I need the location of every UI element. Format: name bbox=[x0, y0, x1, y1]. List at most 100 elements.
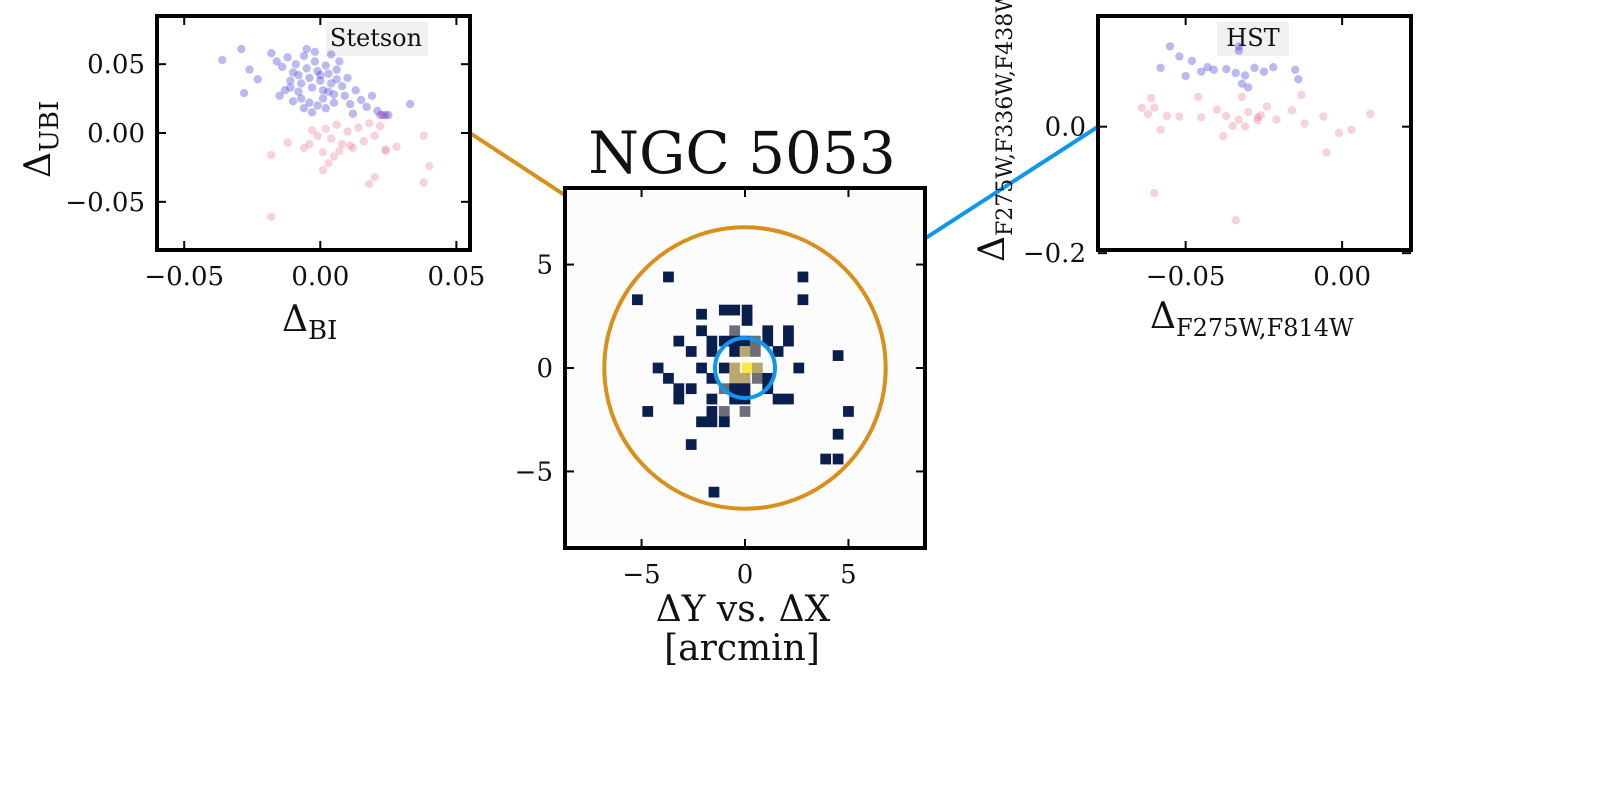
stetson-point bbox=[307, 126, 317, 135]
density-cell bbox=[741, 362, 753, 374]
figure-title: NGC 5053 bbox=[588, 119, 896, 187]
density-cell bbox=[843, 406, 854, 417]
density-cell bbox=[729, 304, 741, 316]
hst-point bbox=[1322, 148, 1331, 157]
stetson-point bbox=[367, 91, 377, 101]
hst-point bbox=[1294, 75, 1303, 84]
hst-point bbox=[1137, 103, 1147, 112]
stetson-point bbox=[283, 53, 292, 62]
stetson-point bbox=[337, 139, 347, 149]
stetson-point bbox=[348, 143, 358, 153]
hst-point bbox=[1244, 83, 1253, 92]
stetson-point bbox=[310, 57, 320, 66]
density-cell bbox=[762, 335, 774, 347]
stetson-point bbox=[267, 150, 276, 160]
density-cell bbox=[673, 383, 685, 395]
density-cell bbox=[673, 335, 685, 347]
stetson-point bbox=[424, 161, 434, 171]
hst-xlabel-sub: F275W,F814W bbox=[1176, 314, 1354, 342]
density-cell bbox=[696, 325, 707, 337]
hst-point bbox=[1231, 68, 1240, 78]
stetson-point bbox=[302, 64, 311, 73]
stetson-point bbox=[272, 57, 281, 66]
stetson-point bbox=[356, 95, 366, 105]
stetson-point bbox=[375, 110, 385, 120]
density-cell bbox=[685, 439, 697, 450]
stetson-point bbox=[381, 146, 390, 156]
inner-radius-circle bbox=[713, 336, 777, 400]
stetson-point bbox=[294, 87, 303, 96]
hst-point bbox=[1175, 52, 1184, 61]
hst-point bbox=[1290, 65, 1300, 74]
stetson-point bbox=[291, 59, 301, 69]
stetson-ylabel: ΔUBI bbox=[18, 101, 65, 178]
stetson-point bbox=[253, 75, 262, 84]
stetson-ytick-label: 0.00 bbox=[87, 119, 145, 149]
stetson-panel-label: Stetson bbox=[330, 24, 422, 52]
stetson-point bbox=[305, 139, 314, 149]
density-cell bbox=[652, 362, 664, 374]
hst-xlabel-symbol: Δ bbox=[1150, 296, 1176, 337]
density-cell bbox=[739, 346, 751, 357]
hst-point bbox=[1334, 128, 1344, 138]
density-cell bbox=[832, 453, 844, 465]
hst-point bbox=[1181, 71, 1190, 81]
map-xtick-label: 0 bbox=[737, 560, 754, 590]
density-cell bbox=[729, 393, 741, 405]
stetson-point bbox=[239, 88, 249, 98]
stetson-point bbox=[324, 69, 333, 79]
density-cell bbox=[718, 416, 730, 428]
stetson-point bbox=[316, 70, 325, 80]
stetson-point bbox=[307, 108, 317, 117]
stetson-point bbox=[299, 104, 309, 113]
density-cell bbox=[729, 346, 741, 357]
stetson-point bbox=[294, 70, 303, 80]
stetson-point bbox=[405, 99, 415, 109]
hst-point bbox=[1237, 92, 1247, 102]
density-cell bbox=[729, 325, 741, 337]
stetson-point bbox=[419, 178, 428, 187]
hst-point bbox=[1197, 67, 1206, 76]
stetson-points bbox=[218, 44, 434, 222]
hst-point bbox=[1347, 125, 1356, 135]
hst-point bbox=[1156, 125, 1165, 135]
hst-point bbox=[1287, 106, 1297, 115]
density-cell bbox=[832, 428, 844, 440]
density-cell bbox=[706, 372, 718, 384]
hst-point bbox=[1319, 112, 1328, 121]
hst-point bbox=[1209, 65, 1219, 74]
density-cell bbox=[741, 315, 753, 326]
map-xtick-label: −5 bbox=[622, 560, 660, 590]
stetson-point bbox=[245, 65, 254, 74]
stetson-point bbox=[286, 76, 295, 85]
density-cell bbox=[718, 304, 730, 316]
density-cell bbox=[762, 325, 774, 337]
stetson-point bbox=[297, 94, 306, 103]
hst-point bbox=[1222, 111, 1231, 121]
density-cell bbox=[663, 372, 674, 384]
stetson-point bbox=[286, 83, 295, 92]
stetson-point bbox=[307, 83, 317, 92]
hst-point bbox=[1253, 116, 1262, 125]
stetson-point bbox=[375, 121, 385, 131]
density-cell bbox=[685, 383, 697, 395]
hst-point bbox=[1234, 115, 1244, 124]
stetson-point bbox=[332, 75, 341, 84]
stetson-point bbox=[381, 145, 390, 154]
hst-point bbox=[1231, 216, 1240, 225]
density-cell bbox=[739, 335, 751, 347]
stetson-point bbox=[332, 65, 341, 74]
density-cell bbox=[632, 294, 643, 306]
outer-radius-circle bbox=[602, 225, 888, 511]
stetson-point bbox=[332, 120, 341, 129]
stetson-point bbox=[313, 66, 322, 76]
stetson-point bbox=[373, 106, 382, 116]
density-cell bbox=[696, 362, 707, 374]
hst-point bbox=[1256, 111, 1265, 120]
stetson-point bbox=[351, 86, 360, 95]
stetson-ytick-label: 0.05 bbox=[87, 50, 145, 80]
density-cell bbox=[708, 486, 720, 498]
